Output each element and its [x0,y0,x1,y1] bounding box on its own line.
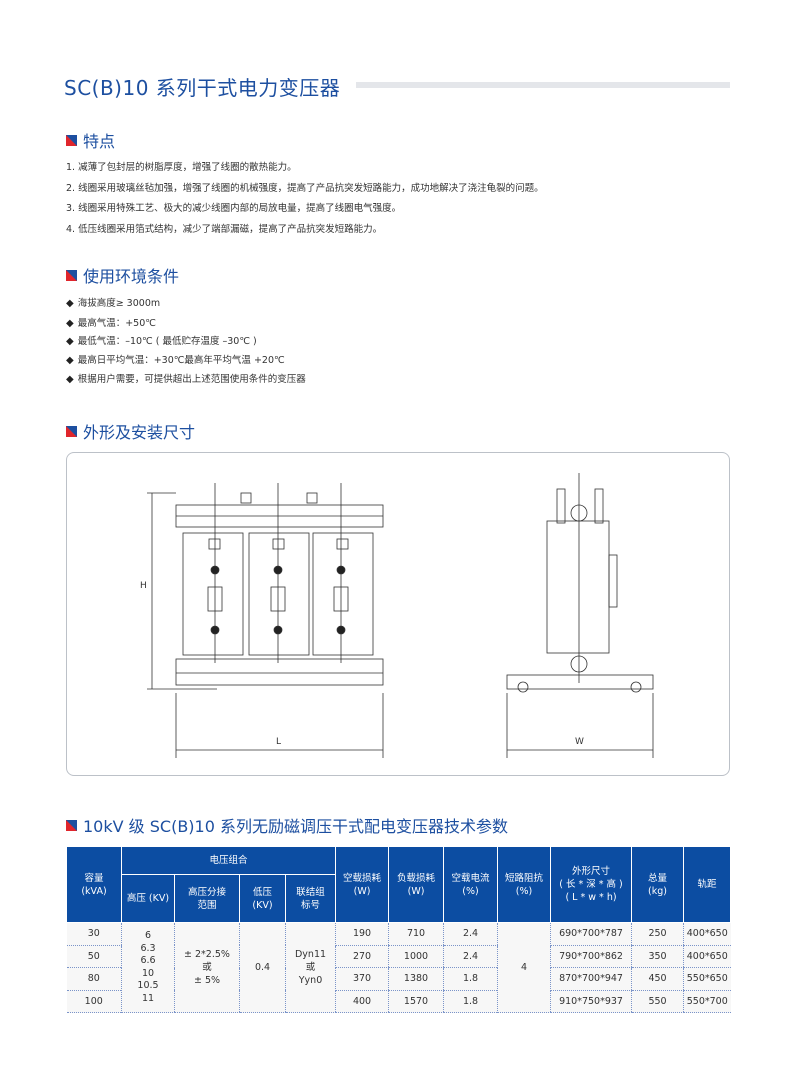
section-environment: 使用环境条件 [66,263,179,287]
header-capacity: 容量 (kVA) [66,846,122,923]
section-mark-icon [66,819,77,831]
header-lv: 低压 (KV) [239,874,286,923]
cell-capacity: 100 [66,990,122,1013]
diamond-bullet-icon: ◆ [66,374,74,385]
header-impedance: 短路阻抗 (%) [497,846,552,923]
diamond-bullet-icon: ◆ [66,355,74,366]
section-heading: 10kV 级 SC(B)10 系列无励磁调压干式配电变压器技术参数 [83,817,508,836]
header-weight: 总量 (kg) [631,846,685,923]
cell-noload-current: 2.4 [443,945,498,968]
cell-tap: ± 2*2.5% 或 ± 5% [174,922,240,1013]
env-item: ◆根据用户需要，可提供超出上述范围使用条件的变压器 [66,374,306,385]
page-title: SC(B)10 系列干式电力变压器 [64,76,341,100]
section-features: 特点 [66,128,115,152]
header-vector-group: 联结组 标号 [284,874,337,923]
cell-capacity: 80 [66,967,122,991]
diamond-bullet-icon: ◆ [66,336,74,347]
header-load-loss: 负载损耗 (W) [388,846,445,923]
cell-weight: 450 [631,967,684,991]
section-heading: 特点 [83,132,116,151]
cell-gauge: 550*700 [683,990,731,1013]
header-tap-range: 高压分接 范围 [174,874,240,923]
cell-dims: 910*750*937 [550,990,632,1013]
cell-noload-current: 2.4 [443,922,498,946]
header-gauge: 轨距 [683,846,732,923]
cell-noload-loss: 400 [335,990,389,1013]
section-parameters: 10kV 级 SC(B)10 系列无励磁调压干式配电变压器技术参数 [66,813,508,837]
section-dimensions: 外形及安装尺寸 [66,419,195,443]
env-item: ◆最高日平均气温：+30℃最高年平均气温 +20℃ [66,355,285,366]
cell-noload-loss: 190 [335,922,389,946]
env-item: ◆海拔高度≥ 3000m [66,298,161,309]
section-heading: 使用环境条件 [83,267,180,286]
env-item: ◆最低气温：–10℃ ( 最低贮存温度 –30℃ ) [66,336,257,347]
cell-load-loss: 1570 [388,990,444,1013]
feature-item: 1. 减薄了包封层的树脂厚度，增强了线圈的散热能力。 [66,162,297,173]
length-label: L [276,737,282,747]
cell-gauge: 400*650 [683,945,731,968]
cell-dims: 690*700*787 [550,922,632,946]
cell-noload-loss: 270 [335,945,389,968]
transformer-drawing [147,473,654,758]
cell-noload-current: 1.8 [443,990,498,1013]
section-mark-icon [66,269,77,281]
feature-item: 4. 低压线圈采用箔式结构，减少了端部漏磁，提高了产品抗突发短路能力。 [66,224,383,235]
height-label: H [140,581,147,591]
cell-weight: 250 [631,922,684,946]
cell-noload-current: 1.8 [443,967,498,991]
feature-item: 3. 线圈采用特殊工艺、极大的减少线圈内部的局放电量，提高了线圈电气强度。 [66,203,402,214]
cell-impedance: 4 [497,922,551,1013]
width-label: W [575,737,584,747]
cell-capacity: 50 [66,945,122,968]
header-noload-loss: 空载损耗 (W) [335,846,390,923]
section-heading: 外形及安装尺寸 [83,423,196,442]
cell-load-loss: 710 [388,922,444,946]
header-dimensions: 外形尺寸 ( 长 * 深 * 高 ) ( L * w * h) [550,846,633,923]
diamond-bullet-icon: ◆ [66,298,74,309]
cell-weight: 550 [631,990,684,1013]
parameters-table: 容量 (kVA) 电压组合 空载损耗 (W) 负载损耗 (W) 空载电流 (%)… [66,846,732,1013]
cell-lv: 0.4 [239,922,286,1013]
header-noload-current: 空载电流 (%) [443,846,499,923]
feature-item: 2. 线圈采用玻璃丝毡加强，增强了线圈的机械强度，提高了产品抗突发短路能力，成功… [66,183,544,194]
diamond-bullet-icon: ◆ [66,318,74,329]
cell-hv: 6 6.3 6.6 10 10.5 11 [121,922,175,1013]
header-hv: 高压 (KV) [121,874,175,923]
cell-vector: Dyn11 或 Yyn0 [284,922,336,1013]
table-row: 30 6 6.3 6.6 10 10.5 11 ± 2*2.5% 或 ± 5% … [66,922,731,1013]
cell-noload-loss: 370 [335,967,389,991]
cell-gauge: 400*650 [683,922,731,946]
cell-dims: 790*700*862 [550,945,632,968]
header-voltage-group: 电压组合 [120,846,337,875]
section-mark-icon [66,425,77,437]
title-divider [356,82,730,88]
cell-weight: 350 [631,945,684,968]
env-item: ◆最高气温：+50℃ [66,318,156,329]
cell-load-loss: 1380 [388,967,444,991]
dimension-drawing-box: H L W [66,452,730,776]
cell-load-loss: 1000 [388,945,444,968]
section-mark-icon [66,134,77,146]
cell-gauge: 550*650 [683,967,731,991]
cell-capacity: 30 [66,922,122,946]
cell-dims: 870*700*947 [550,967,632,991]
